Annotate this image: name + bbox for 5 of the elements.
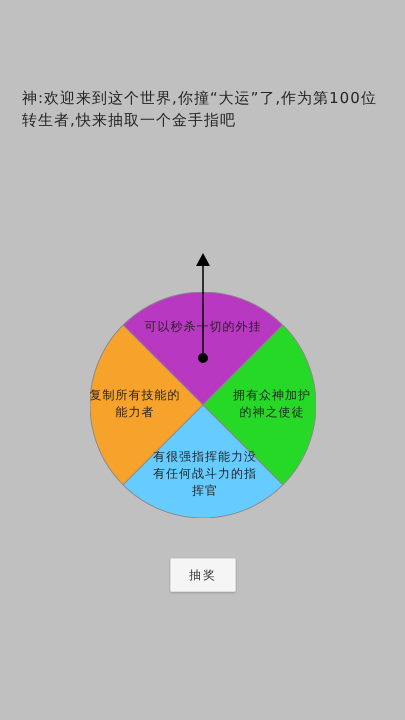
prize-label: 有很强指挥能力没有任何战斗力的指挥官 (152, 448, 258, 500)
prize-label: 复制所有技能的能力者 (89, 386, 181, 421)
prize-label: 拥有众神加护的神之使徒 (232, 386, 312, 421)
draw-button: 抽奖 (170, 558, 236, 592)
dialogue-text: 神:欢迎来到这个世界,你撞“大运”了,作为第100位转生者,快来抽取一个金手指吧 (22, 88, 378, 131)
